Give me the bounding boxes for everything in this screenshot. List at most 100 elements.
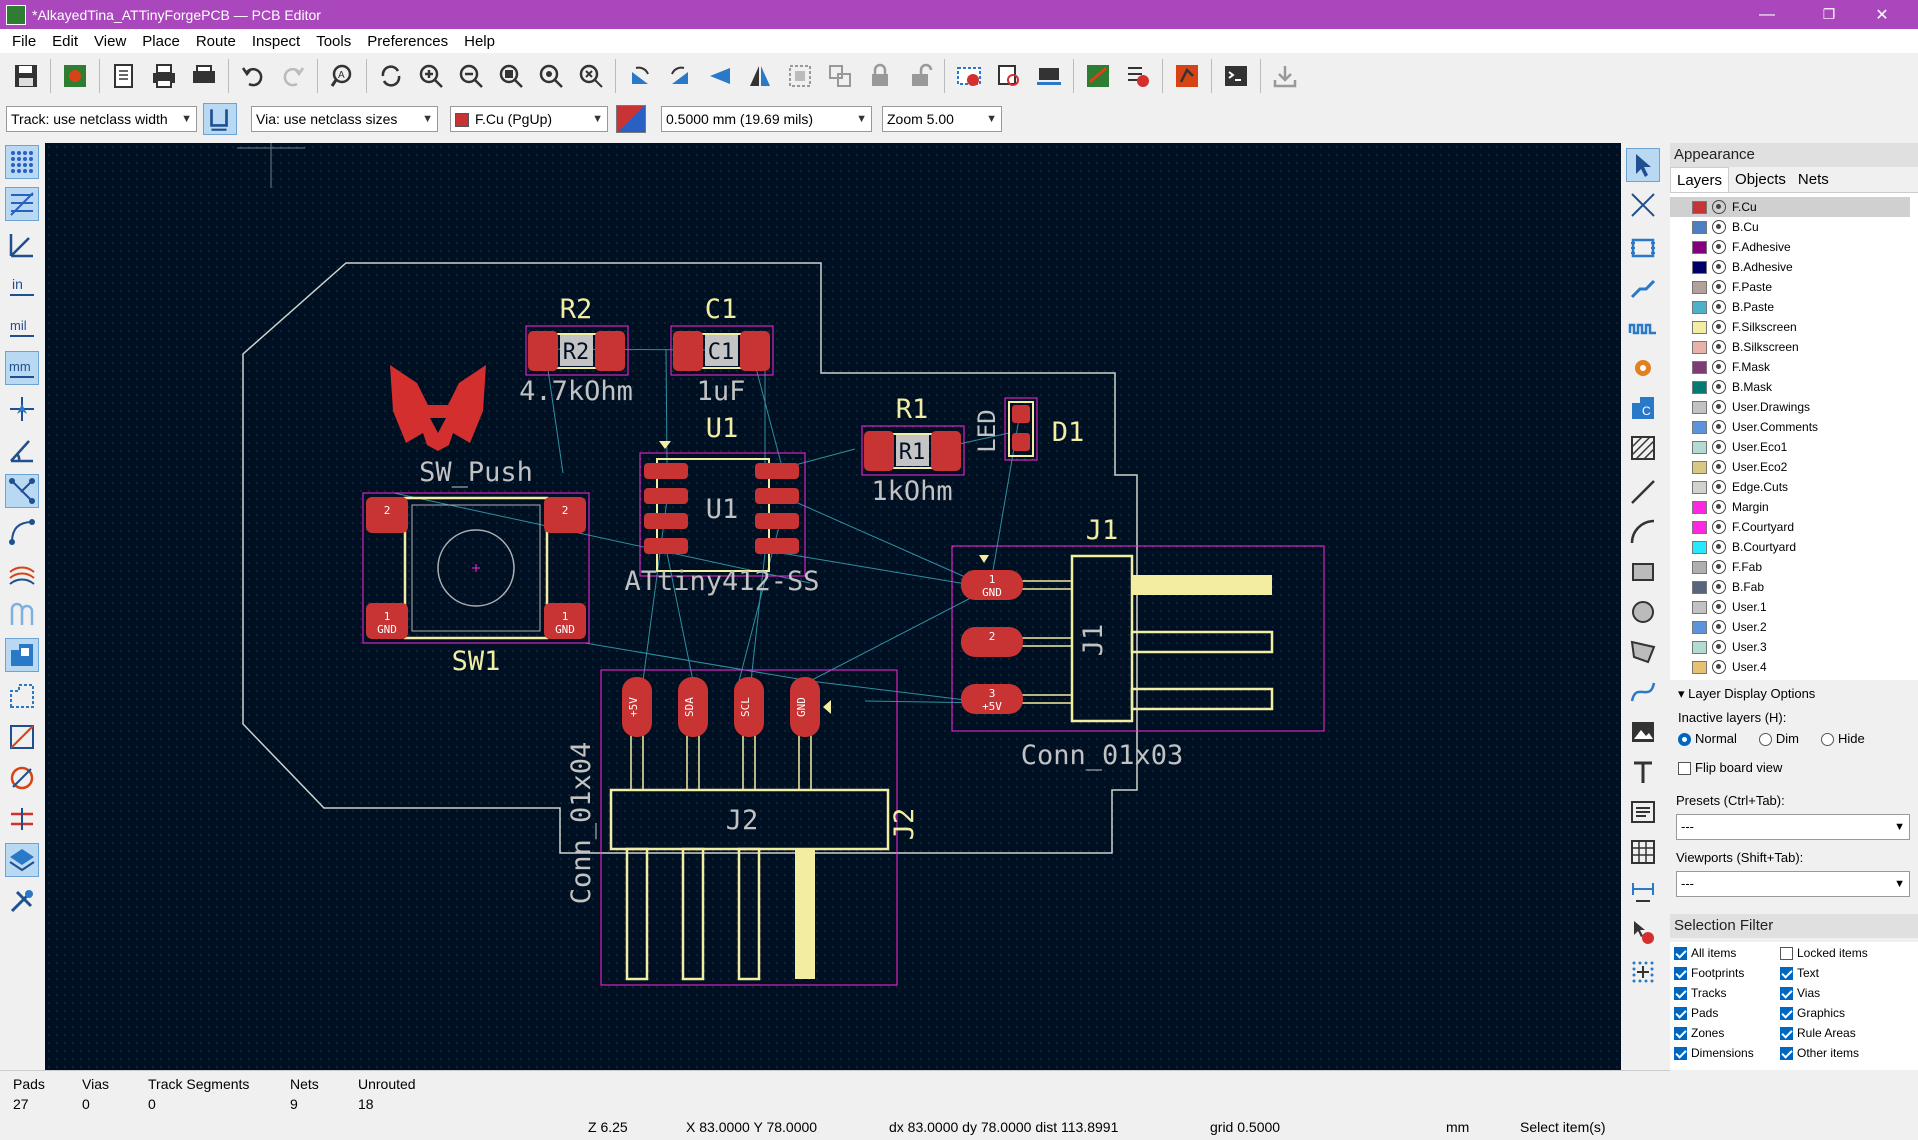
layer-row[interactable]: User.2 xyxy=(1670,617,1910,637)
visibility-eye-icon[interactable] xyxy=(1712,320,1726,334)
hide-ratsnest-icon[interactable] xyxy=(5,556,39,590)
inactive-dim-radio[interactable]: Dim xyxy=(1759,731,1799,746)
maximize-button[interactable]: ❐ xyxy=(1807,0,1851,29)
polar-icon[interactable] xyxy=(5,228,39,262)
draw-line-icon[interactable] xyxy=(1626,475,1660,509)
tune-length-icon[interactable] xyxy=(1626,311,1660,345)
layer-row[interactable]: F.Adhesive xyxy=(1670,237,1910,257)
layer-row[interactable]: Edge.Cuts xyxy=(1670,477,1910,497)
layer-color-swatch[interactable] xyxy=(1692,541,1707,554)
visibility-eye-icon[interactable] xyxy=(1712,600,1726,614)
draw-bezier-icon[interactable] xyxy=(1626,675,1660,709)
add-textbox-icon[interactable] xyxy=(1626,795,1660,829)
layer-row[interactable]: User.3 xyxy=(1670,637,1910,657)
find-icon[interactable]: A xyxy=(325,59,359,93)
ratsnest-icon[interactable] xyxy=(5,474,39,508)
layer-row[interactable]: F.Cu xyxy=(1670,197,1910,217)
visibility-eye-icon[interactable] xyxy=(1712,520,1726,534)
visibility-eye-icon[interactable] xyxy=(1712,660,1726,674)
visibility-eye-icon[interactable] xyxy=(1712,540,1726,554)
add-image-icon[interactable] xyxy=(1626,715,1660,749)
print-icon[interactable] xyxy=(147,59,181,93)
plot-icon[interactable] xyxy=(187,59,221,93)
add-zone-icon[interactable]: C xyxy=(1626,391,1660,425)
angle-snap-icon[interactable] xyxy=(5,433,39,467)
visibility-eye-icon[interactable] xyxy=(1712,240,1726,254)
drc-icon[interactable] xyxy=(1121,59,1155,93)
update-from-schematic-icon[interactable] xyxy=(952,59,986,93)
selection-filter-checkbox[interactable]: Zones xyxy=(1674,1026,1724,1040)
export-icon[interactable] xyxy=(1268,59,1302,93)
tab-nets[interactable]: Nets xyxy=(1792,167,1835,192)
zoom-selection-icon[interactable] xyxy=(574,59,608,93)
menu-inspect[interactable]: Inspect xyxy=(244,33,308,50)
menu-edit[interactable]: Edit xyxy=(44,33,86,50)
layer-row[interactable]: B.Silkscreen xyxy=(1670,337,1910,357)
layer-color-swatch[interactable] xyxy=(1692,241,1707,254)
rotate-ccw-icon[interactable] xyxy=(623,59,657,93)
selection-filter-checkbox[interactable]: Tracks xyxy=(1674,986,1727,1000)
layer-row[interactable]: F.Courtyard xyxy=(1670,517,1910,537)
layer-row[interactable]: User.Eco1 xyxy=(1670,437,1910,457)
schematic-editor-icon[interactable] xyxy=(1081,59,1115,93)
visibility-eye-icon[interactable] xyxy=(1712,620,1726,634)
zone-fill-icon[interactable] xyxy=(5,638,39,672)
selection-filter-checkbox[interactable]: Locked items xyxy=(1780,946,1868,960)
visibility-eye-icon[interactable] xyxy=(1712,380,1726,394)
route-track-icon[interactable] xyxy=(1626,271,1660,305)
layer-display-options-header[interactable]: ▾ Layer Display Options xyxy=(1670,680,1918,702)
grid-dots-icon[interactable] xyxy=(5,145,39,179)
layer-row[interactable]: B.Mask xyxy=(1670,377,1910,397)
rotate-cw-icon[interactable] xyxy=(663,59,697,93)
selection-filter-checkbox[interactable]: Dimensions xyxy=(1674,1046,1754,1060)
layer-row[interactable]: User.Comments xyxy=(1670,417,1910,437)
3d-viewer-icon[interactable] xyxy=(1032,59,1066,93)
layer-row[interactable]: User.Eco2 xyxy=(1670,457,1910,477)
cursor-shape-icon[interactable] xyxy=(5,392,39,426)
save-icon[interactable] xyxy=(9,59,43,93)
layer-row[interactable]: B.Cu xyxy=(1670,217,1910,237)
zoom-objects-icon[interactable] xyxy=(534,59,568,93)
minimize-button[interactable]: — xyxy=(1745,0,1789,29)
flip-board-checkbox[interactable]: Flip board view xyxy=(1670,746,1918,775)
visibility-eye-icon[interactable] xyxy=(1712,640,1726,654)
visibility-eye-icon[interactable] xyxy=(1712,360,1726,374)
grid-lines-icon[interactable] xyxy=(5,187,39,221)
curved-ratsnest-icon[interactable] xyxy=(5,515,39,549)
draw-rectangle-icon[interactable] xyxy=(1626,555,1660,589)
layer-row[interactable]: B.Courtyard xyxy=(1670,537,1910,557)
menu-preferences[interactable]: Preferences xyxy=(359,33,456,50)
redo-icon[interactable] xyxy=(276,59,310,93)
visibility-eye-icon[interactable] xyxy=(1712,300,1726,314)
layer-color-swatch[interactable] xyxy=(1692,481,1707,494)
layer-color-swatch[interactable] xyxy=(1692,201,1707,214)
visibility-eye-icon[interactable] xyxy=(1712,340,1726,354)
layer-pair-icon[interactable] xyxy=(616,105,646,133)
layer-dropdown[interactable]: F.Cu (PgUp)▼ xyxy=(450,106,608,132)
tab-layers[interactable]: Layers xyxy=(1670,167,1729,192)
visibility-eye-icon[interactable] xyxy=(1712,560,1726,574)
layer-color-swatch[interactable] xyxy=(1692,521,1707,534)
layer-color-swatch[interactable] xyxy=(1692,561,1707,574)
visibility-eye-icon[interactable] xyxy=(1712,480,1726,494)
selection-filter-checkbox[interactable]: All items xyxy=(1674,946,1736,960)
zoom-in-icon[interactable] xyxy=(414,59,448,93)
selection-filter-checkbox[interactable]: Other items xyxy=(1780,1046,1859,1060)
layer-row[interactable]: B.Adhesive xyxy=(1670,257,1910,277)
selection-filter-checkbox[interactable]: Text xyxy=(1780,966,1819,980)
selection-filter-checkbox[interactable]: Pads xyxy=(1674,1006,1718,1020)
zone-outline-icon[interactable] xyxy=(5,679,39,713)
menu-place[interactable]: Place xyxy=(134,33,188,50)
menu-file[interactable]: File xyxy=(4,33,44,50)
layer-color-swatch[interactable] xyxy=(1692,341,1707,354)
draw-polygon-icon[interactable] xyxy=(1626,635,1660,669)
inactive-normal-radio[interactable]: Normal xyxy=(1678,731,1737,746)
visibility-eye-icon[interactable] xyxy=(1712,420,1726,434)
delete-tool-icon[interactable] xyxy=(1626,915,1660,949)
undo-icon[interactable] xyxy=(236,59,270,93)
zoom-out-icon[interactable] xyxy=(454,59,488,93)
layer-color-swatch[interactable] xyxy=(1692,441,1707,454)
layer-color-swatch[interactable] xyxy=(1692,661,1707,674)
layer-color-swatch[interactable] xyxy=(1692,601,1707,614)
draw-arc-icon[interactable] xyxy=(1626,515,1660,549)
